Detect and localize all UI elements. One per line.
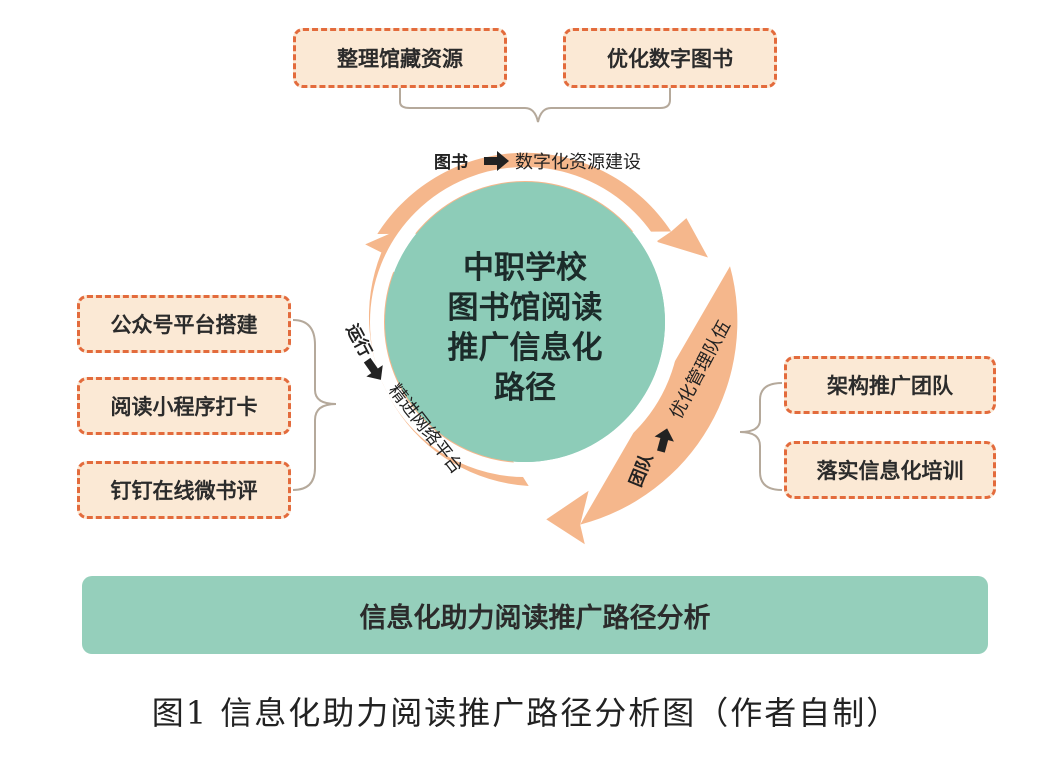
pointer-left-icon	[363, 357, 383, 380]
bracket-top	[399, 88, 671, 123]
figure-caption: 图1 信息化助力阅读推广路径分析图（作者自制）	[151, 694, 901, 732]
left-box-3: 钉钉在线微书评	[77, 461, 291, 519]
right-box-1: 架构推广团队	[784, 356, 996, 414]
arrow-right	[546, 266, 738, 545]
center-line-3: 推广信息化	[447, 330, 603, 366]
bracket-right	[739, 382, 783, 491]
pointer-top-icon	[484, 151, 509, 171]
top-box-1: 整理馆藏资源	[293, 28, 507, 88]
left-box-1: 公众号平台搭建	[77, 295, 291, 353]
top-box-2: 优化数字图书	[563, 28, 777, 88]
bracket-left	[292, 319, 337, 491]
summary-banner: 信息化助力阅读推广路径分析	[82, 576, 988, 654]
center-line-2: 图书馆阅读	[447, 290, 603, 326]
pointer-right-icon	[654, 428, 674, 453]
arc-top-bold: 图书	[434, 153, 468, 173]
left-box-2: 阅读小程序打卡	[77, 377, 291, 435]
center-line-1: 中职学校	[463, 250, 587, 286]
brackets	[292, 88, 783, 491]
pointer-arrows	[363, 151, 674, 453]
arc-top-normal: 数字化资源建设	[515, 152, 641, 173]
center-title: 中职学校 图书馆阅读 推广信息化 路径	[405, 248, 645, 408]
right-box-2: 落实信息化培训	[784, 441, 996, 499]
center-line-4: 路径	[494, 370, 556, 406]
